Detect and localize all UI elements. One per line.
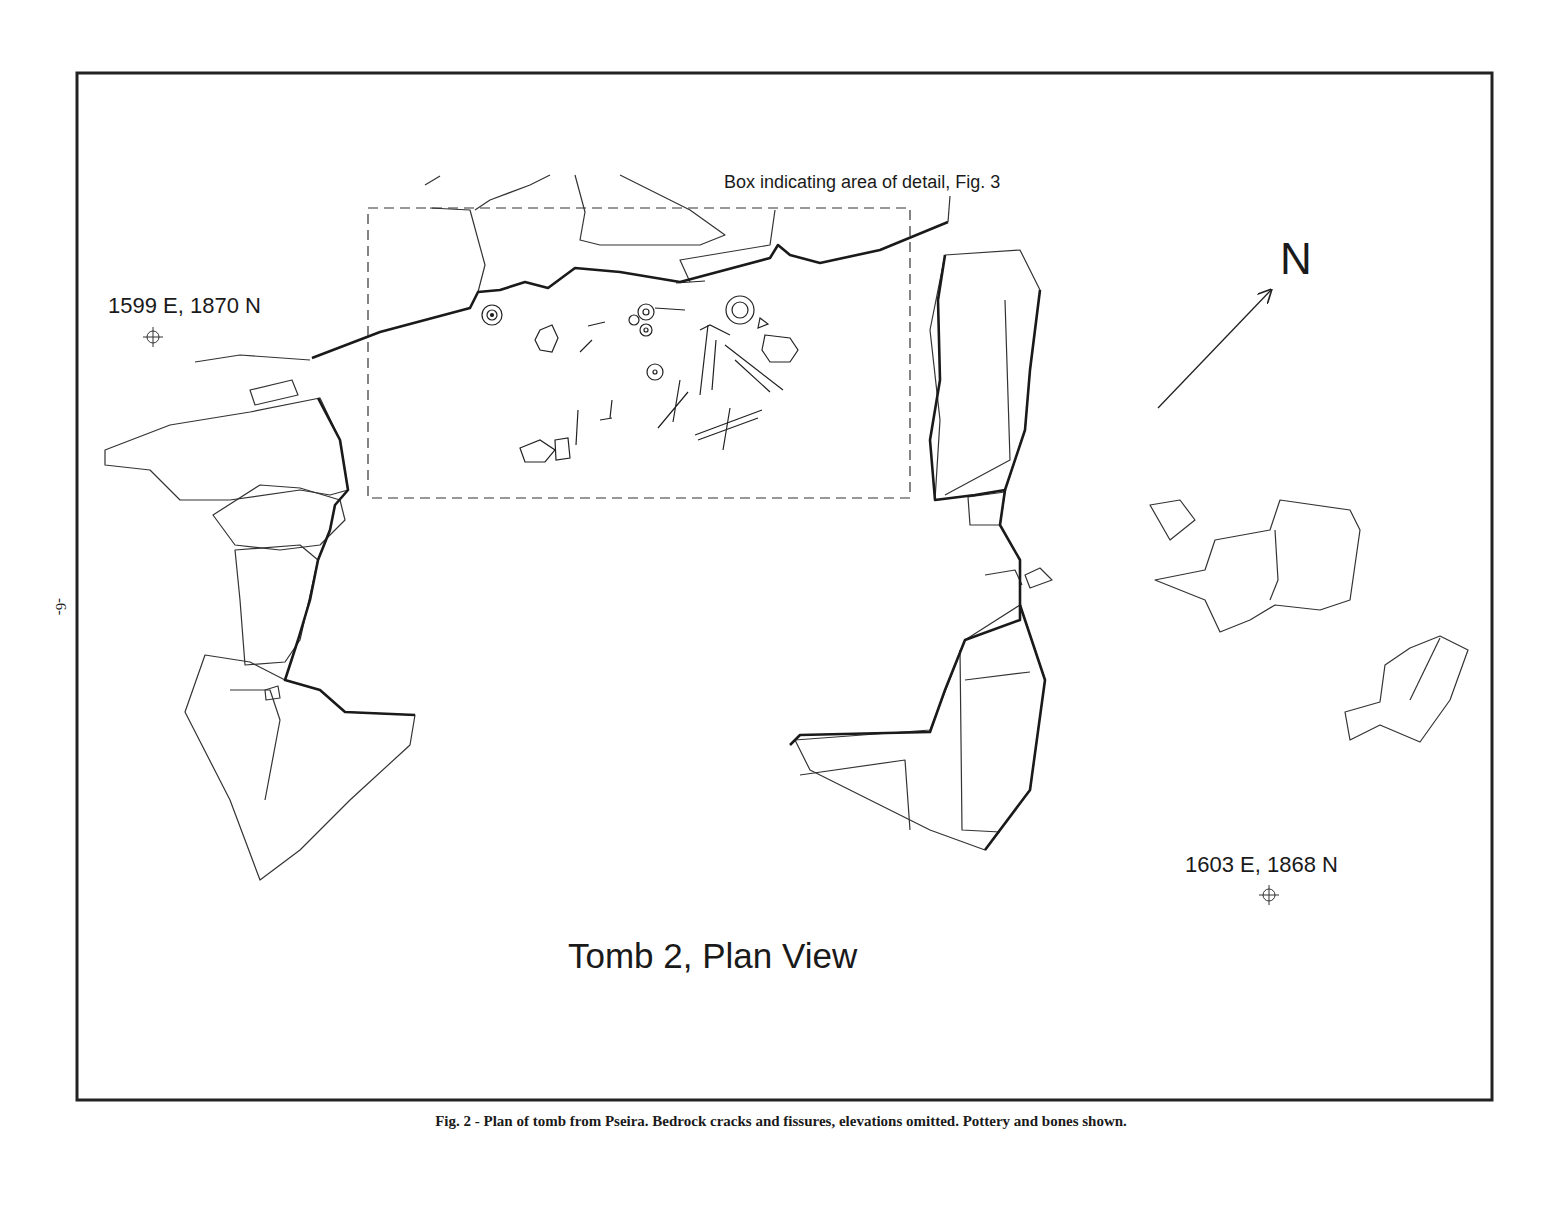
plan-title: Tomb 2, Plan View xyxy=(568,936,857,976)
detail-note: Box indicating area of detail, Fig. 3 xyxy=(724,172,1000,193)
bones xyxy=(576,281,783,450)
datum-marker xyxy=(143,327,1279,905)
figure-caption: Fig. 2 - Plan of tomb from Pseira. Bedro… xyxy=(435,1113,1127,1130)
page-number: -6- xyxy=(52,598,69,616)
north-arrow xyxy=(1158,290,1271,408)
frame xyxy=(77,73,1492,1100)
tomb-cut-line xyxy=(285,222,1045,850)
bedrock xyxy=(105,175,1468,880)
detail-box xyxy=(368,208,910,498)
finds xyxy=(482,296,798,462)
grid-coordinate: 1603 E, 1868 N xyxy=(1185,852,1338,877)
grid-coordinate: 1599 E, 1870 N xyxy=(108,293,261,318)
north-label: N xyxy=(1280,234,1312,285)
